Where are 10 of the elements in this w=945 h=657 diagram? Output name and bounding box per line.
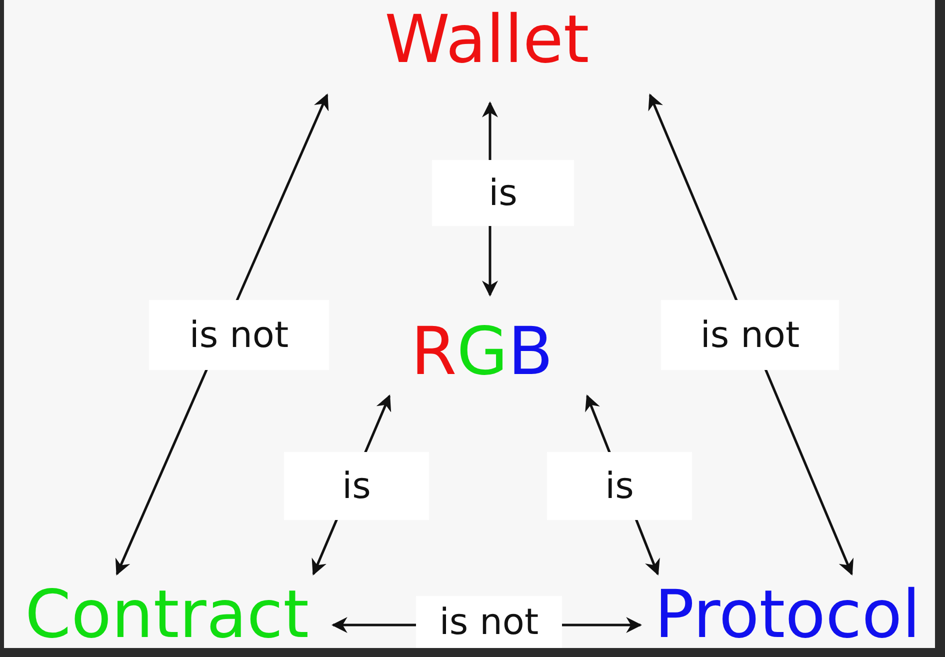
- edge-label: is not: [416, 596, 562, 648]
- edge-label: is not: [661, 300, 839, 370]
- node-label: RGB: [400, 312, 564, 392]
- node-label: Protocol: [640, 582, 935, 648]
- node-label: Wallet: [370, 2, 604, 78]
- edge-label: is: [284, 452, 429, 520]
- edge-label: is: [432, 160, 574, 226]
- edge-label: is: [547, 452, 692, 520]
- edge-label: is not: [149, 300, 329, 370]
- node-label: Contract: [4, 582, 330, 648]
